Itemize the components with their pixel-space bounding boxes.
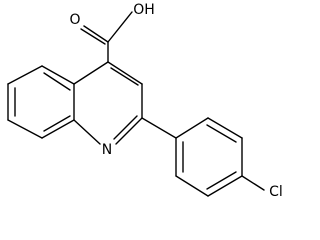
bond-ph4-ph5-b (206, 171, 237, 190)
bond-c2-n-a (115, 117, 143, 145)
bond-c-oh (107, 11, 133, 43)
bond-c-cl (241, 175, 265, 191)
atom-label-nitrogen: N (102, 142, 112, 158)
bond-c8-c8a-a (41, 119, 75, 139)
bond-c8-c8a-b (43, 115, 71, 132)
structure-canvas: O OH N Cl (7, 2, 283, 200)
bond-c4a-c5-a (41, 65, 75, 85)
bond-carbonyl-a (83, 25, 109, 43)
atom-label-hydroxyl: OH (133, 2, 155, 18)
bond-n-c8a (73, 119, 101, 145)
bond-ph5-ph6 (175, 175, 209, 197)
bond-ph1-ph2 (175, 117, 209, 139)
bond-c5-c6 (7, 65, 43, 85)
bond-ph4-ph5-a (207, 175, 243, 197)
bond-ph2-ph3-a (207, 117, 243, 139)
structure-diagram: O OH N Cl (7, 2, 283, 200)
bond-ph2-ph3-b (206, 124, 237, 143)
bond-c4a-c5-b (43, 72, 71, 91)
atom-label-carbonyl-oxygen: O (69, 12, 80, 28)
atom-label-chlorine: Cl (269, 184, 283, 200)
bond-c2-n-b (113, 115, 138, 140)
bond-carbonyl-b (80, 28, 106, 45)
bond-c4a-c4 (73, 61, 109, 85)
bond-lines (7, 11, 265, 197)
bond-c4-c3-a (107, 61, 143, 85)
bond-c7-c8 (7, 119, 43, 139)
bond-c2-aryl (141, 117, 177, 139)
bond-c4-c3-b (110, 67, 139, 86)
